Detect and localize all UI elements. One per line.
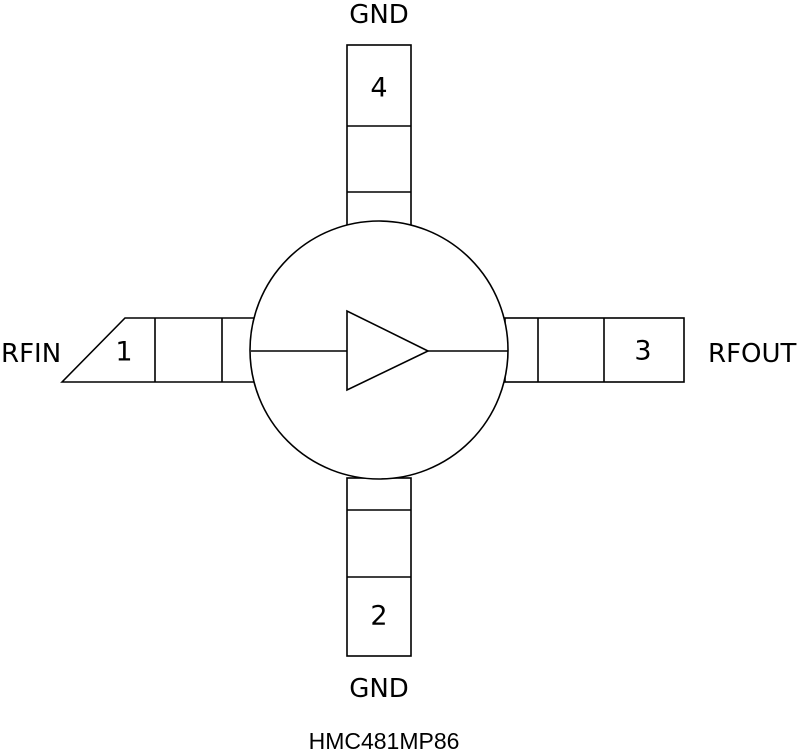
amplifier-triangle-icon [346,309,430,392]
part-number: HMC481MP86 [309,728,460,754]
pin-1-name: RFIN [1,339,61,369]
pin-3-name: RFOUT [708,339,797,369]
pin-3-number: 3 [634,336,651,367]
pin-2-number: 2 [370,601,387,632]
pin-2-name: GND [349,674,409,704]
pin-3-lead-outline [504,317,685,383]
pin-1-lead-outline [60,317,255,383]
pin-4-name: GND [349,0,409,30]
pin-4-number: 4 [370,73,387,104]
package-body-circle [249,220,509,480]
pin-1-lead [60,317,255,383]
pin-1-number: 1 [115,337,132,368]
pin-3-lead [504,317,685,383]
